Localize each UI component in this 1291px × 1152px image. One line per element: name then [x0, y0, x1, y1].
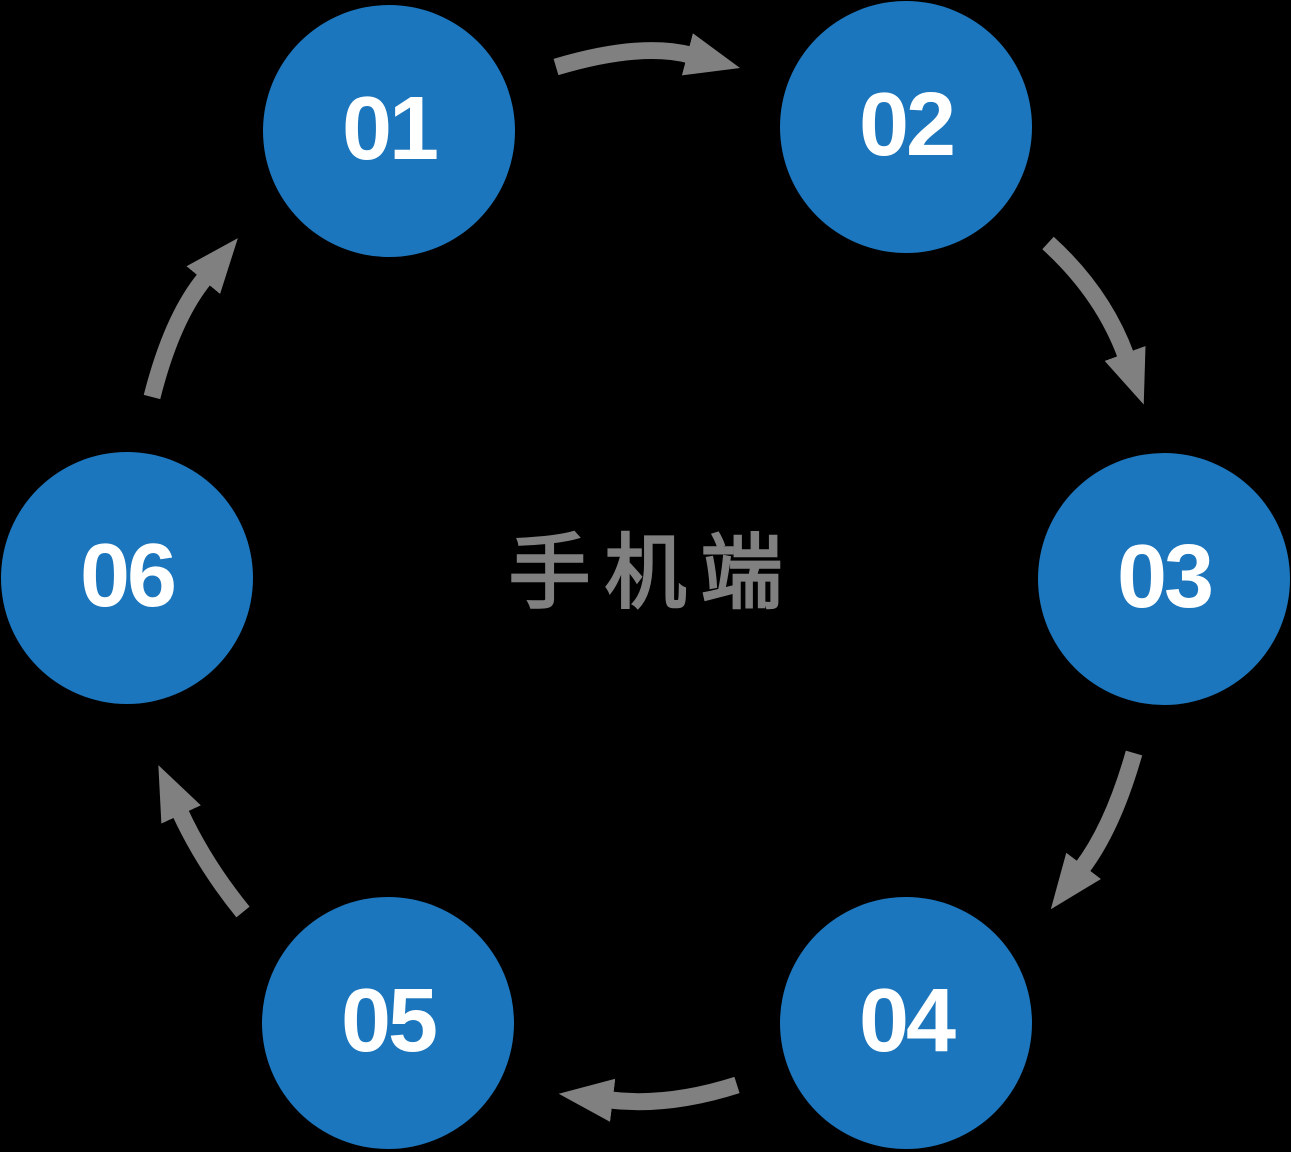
node-02: 02 — [780, 1, 1032, 253]
arrow-04-to-05-icon — [558, 1076, 740, 1122]
node-05-label: 05 — [340, 971, 438, 1071]
arrow-06-to-01-icon — [143, 238, 238, 400]
arrow-01-to-02-icon — [553, 33, 741, 76]
arrow-05-to-06-icon — [158, 765, 250, 918]
node-05: 05 — [262, 897, 514, 1149]
node-03: 03 — [1038, 453, 1290, 705]
node-06-label: 06 — [79, 526, 177, 626]
node-04: 04 — [780, 897, 1032, 1149]
arrow-02-to-03-icon — [1042, 236, 1146, 405]
node-02-label: 02 — [858, 75, 956, 175]
node-04-label: 04 — [858, 971, 956, 1071]
node-06: 06 — [1, 452, 253, 704]
node-03-label: 03 — [1116, 527, 1214, 627]
node-01: 01 — [263, 5, 515, 257]
diagram-center-title: 手机端 — [508, 528, 797, 619]
arrow-03-to-04-icon — [1050, 750, 1143, 910]
node-01-label: 01 — [341, 79, 439, 179]
